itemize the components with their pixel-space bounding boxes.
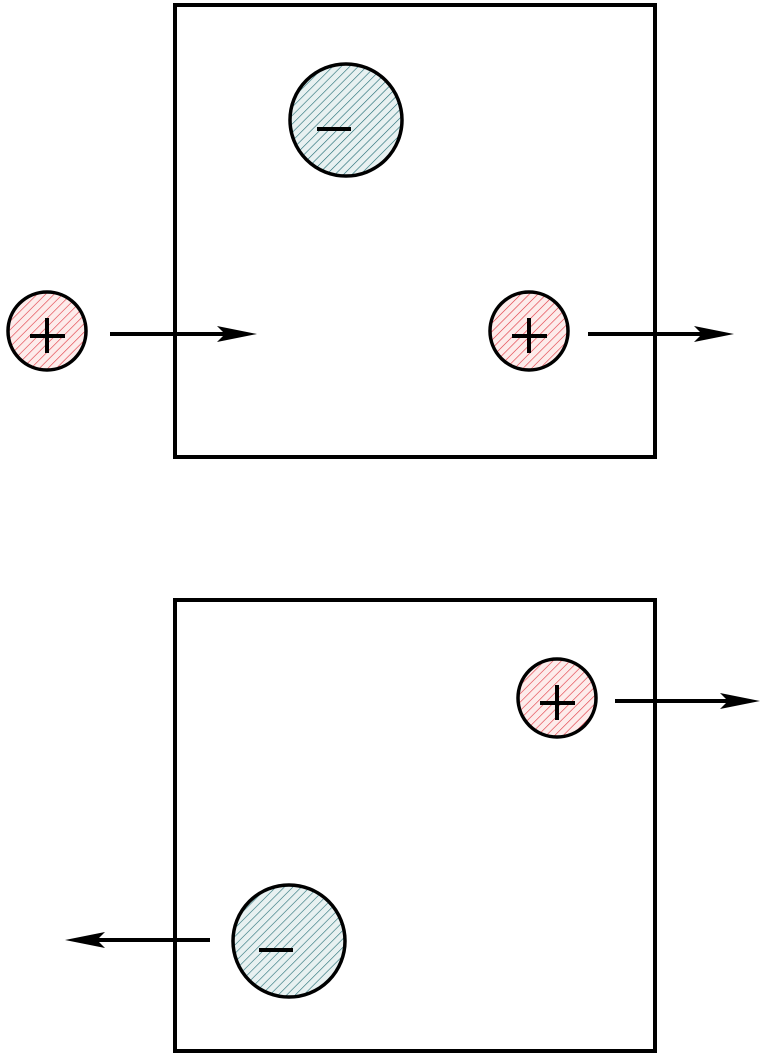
- bottom-panel: [65, 598, 760, 1053]
- positive-charge-outgoing: [488, 290, 570, 372]
- positive-charge-incoming: [6, 290, 88, 372]
- arrow-right-icon: [615, 693, 760, 709]
- arrow-right-icon: [110, 326, 257, 342]
- bottom-panel-box: [173, 598, 657, 1053]
- arrow-right-icon: [588, 326, 734, 342]
- top-panel-box: [173, 3, 657, 459]
- top-panel: [6, 3, 734, 459]
- positive-charge-outgoing: [516, 657, 598, 739]
- negative-charge: [288, 62, 404, 178]
- arrow-left-icon: [65, 932, 210, 948]
- negative-charge-outgoing: [231, 883, 347, 999]
